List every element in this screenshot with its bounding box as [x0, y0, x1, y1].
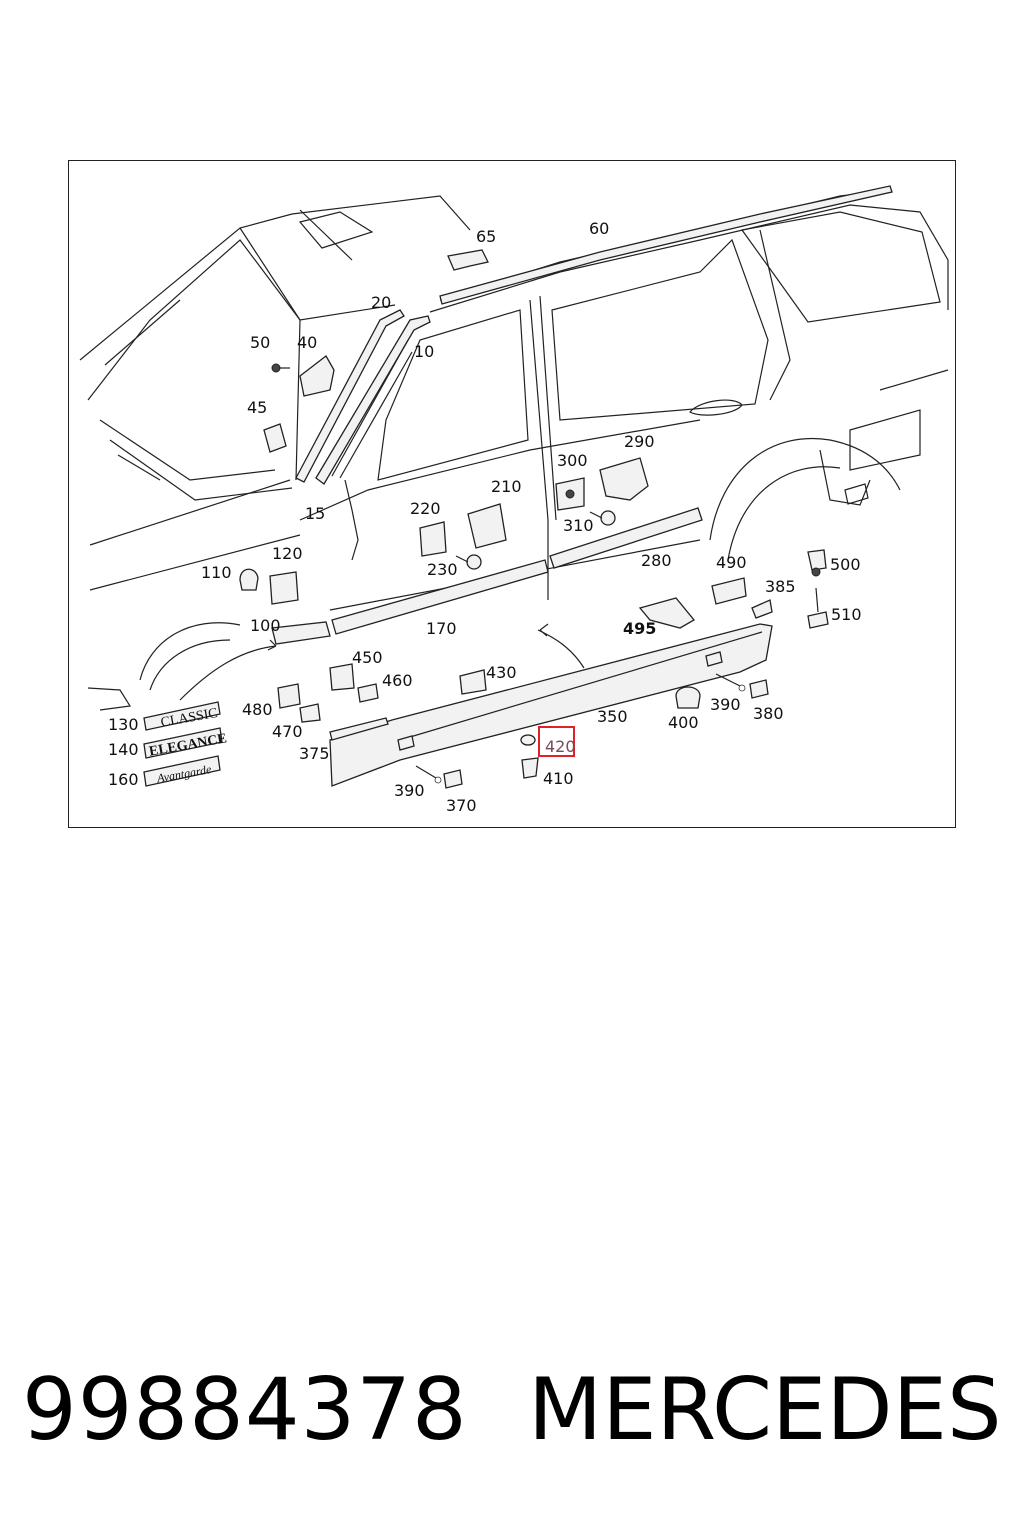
small-parts [239, 249, 829, 789]
badge-elegance [143, 727, 223, 759]
label-310: 310 [563, 516, 594, 535]
label-45: 45 [247, 398, 267, 417]
trim-strip [329, 717, 389, 741]
label-400: 400 [668, 713, 699, 732]
label-140: 140 [108, 740, 139, 759]
car-body-outline [79, 185, 949, 711]
label-410: 410 [543, 769, 574, 788]
label-480: 480 [242, 700, 273, 719]
label-40: 40 [297, 333, 317, 352]
label-470: 470 [272, 722, 303, 741]
label-500: 500 [830, 555, 861, 574]
brand-name: MERCEDES [528, 1360, 1002, 1460]
highlight-box-420[interactable] [538, 726, 575, 757]
label-495: 495 [623, 619, 656, 638]
label-385: 385 [765, 577, 796, 596]
badge-avantgarde [143, 755, 221, 787]
rocker-panel [329, 623, 773, 787]
label-390-left: 390 [394, 781, 425, 800]
label-420: 420 [545, 737, 576, 756]
label-130: 130 [108, 715, 139, 734]
label-375: 375 [299, 744, 330, 763]
label-110: 110 [201, 563, 232, 582]
label-230: 230 [427, 560, 458, 579]
label-490: 490 [716, 553, 747, 572]
label-510: 510 [831, 605, 862, 624]
label-220: 220 [410, 499, 441, 518]
label-60: 60 [589, 219, 609, 238]
label-430: 430 [486, 663, 517, 682]
badge-group: CLASSIC ELEGANCE Avantgarde [143, 701, 228, 787]
label-300: 300 [557, 451, 588, 470]
label-160: 160 [108, 770, 139, 789]
label-290: 290 [624, 432, 655, 451]
label-20: 20 [371, 293, 391, 312]
label-370: 370 [446, 796, 477, 815]
label-350: 350 [597, 707, 628, 726]
label-390-right: 390 [710, 695, 741, 714]
label-460: 460 [382, 671, 413, 690]
label-100: 100 [250, 616, 281, 635]
label-65: 65 [476, 227, 496, 246]
label-210: 210 [491, 477, 522, 496]
windshield-moulding [295, 309, 431, 485]
label-450: 450 [352, 648, 383, 667]
label-10: 10 [414, 342, 434, 361]
label-15: 15 [305, 504, 325, 523]
label-120: 120 [272, 544, 303, 563]
label-170: 170 [426, 619, 457, 638]
callout-labels: 65 60 20 10 50 40 45 15 300 290 210 220 … [108, 219, 862, 815]
label-50: 50 [250, 333, 270, 352]
part-number: 99884378 [22, 1360, 468, 1460]
label-380: 380 [753, 704, 784, 723]
badge-classic [143, 701, 221, 731]
door-mouldings [179, 507, 703, 701]
label-280: 280 [641, 551, 672, 570]
